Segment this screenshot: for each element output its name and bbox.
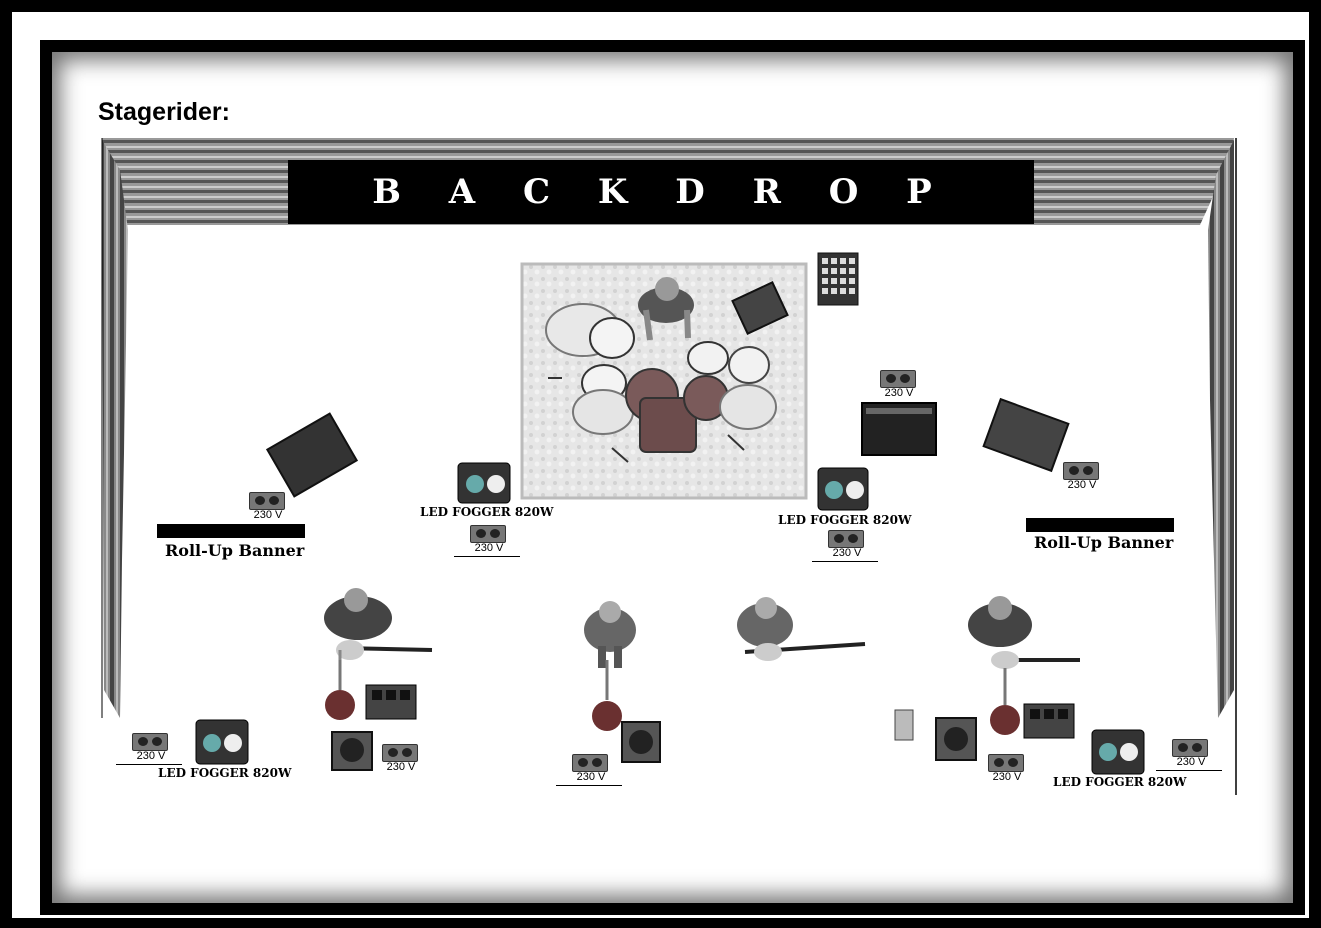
vocalist-center — [584, 601, 636, 668]
outlet-voltage: 230 V — [556, 771, 626, 783]
drum-sampler — [818, 253, 858, 305]
roll-up-banner-label: Roll-Up Banner — [1034, 533, 1173, 552]
bassist — [737, 597, 865, 661]
power-outlet: 230 V — [454, 525, 524, 565]
outlet-voltage: 230 V — [812, 547, 882, 559]
power-outlet: 230 V — [1047, 462, 1117, 502]
outlet-voltage: 230 V — [454, 542, 524, 554]
guitarist-right — [968, 596, 1080, 669]
power-outlet: 230 V — [116, 733, 186, 773]
bass-amp — [862, 403, 936, 455]
outlet-voltage: 230 V — [233, 509, 303, 521]
outlet-socket-icon — [132, 733, 168, 751]
roll-up-banner — [1026, 518, 1174, 532]
fogger-icon — [196, 720, 248, 764]
outlet-socket-icon — [1063, 462, 1099, 480]
outlet-voltage: 230 V — [1156, 756, 1226, 768]
fogger-icon — [458, 463, 510, 503]
outlet-socket-icon — [988, 754, 1024, 772]
outlet-voltage: 230 V — [1047, 479, 1117, 491]
guitar-amp-left — [267, 414, 356, 497]
power-outlet: 230 V — [233, 492, 303, 532]
outlet-socket-icon — [572, 754, 608, 772]
power-outlet: 230 V — [864, 370, 934, 410]
wedge-monitor — [936, 718, 976, 760]
outlet-underline — [454, 556, 520, 557]
backdrop-banner: B A C K D R O P — [288, 160, 1034, 224]
guitar-amp-right — [984, 399, 1069, 471]
outlet-underline — [1156, 770, 1222, 771]
power-outlet: 230 V — [972, 754, 1042, 794]
outlet-underline — [812, 561, 878, 562]
fogger-label: LED FOGGER 820W — [420, 505, 553, 519]
power-outlet: 230 V — [1156, 739, 1226, 779]
mic-stand — [325, 660, 355, 720]
mic-stand — [592, 660, 622, 731]
outlet-socket-icon — [1172, 739, 1208, 757]
pedalboard — [1024, 704, 1074, 738]
power-outlet: 230 V — [812, 530, 882, 570]
outlet-socket-icon — [828, 530, 864, 548]
power-outlet: 230 V — [556, 754, 626, 794]
outlet-voltage: 230 V — [116, 750, 186, 762]
mic-stand — [990, 668, 1020, 735]
outlet-underline — [116, 764, 182, 765]
fogger-label: LED FOGGER 820W — [778, 513, 911, 527]
outlet-voltage: 230 V — [366, 761, 436, 773]
outlet-voltage: 230 V — [972, 771, 1042, 783]
pedalboard — [366, 685, 416, 719]
outlet-socket-icon — [470, 525, 506, 543]
outlet-socket-icon — [249, 492, 285, 510]
outlet-socket-icon — [880, 370, 916, 388]
fogger-icon — [1092, 730, 1144, 774]
fogger-icon — [818, 468, 868, 510]
outlet-voltage: 230 V — [864, 387, 934, 399]
power-outlet: 230 V — [366, 744, 436, 784]
roll-up-banner-label: Roll-Up Banner — [165, 541, 304, 560]
outlet-underline — [556, 785, 622, 786]
wedge-monitor — [622, 722, 660, 762]
outlet-socket-icon — [382, 744, 418, 762]
effect-pedal — [895, 710, 913, 740]
